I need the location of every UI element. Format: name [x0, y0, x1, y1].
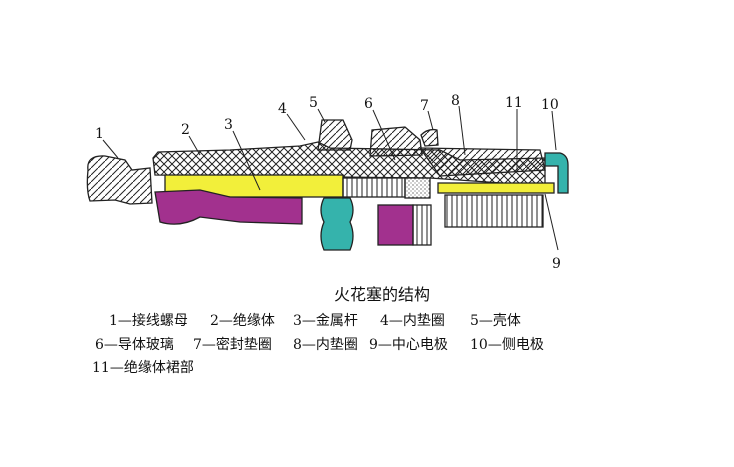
callout-7: 7	[420, 98, 429, 114]
callout-3: 3	[224, 117, 233, 133]
legend-item: 4—内垫圈	[380, 313, 445, 329]
terminal-nut	[86, 155, 153, 205]
diagram-title: 火花塞的结构	[333, 285, 430, 304]
callout-6: 6	[364, 96, 373, 112]
legend-item: 5—壳体	[470, 313, 521, 329]
insulator-lower	[154, 189, 303, 225]
callout-10: 10	[541, 97, 559, 113]
callout-8: 8	[451, 93, 460, 109]
legend-item: 10—侧电极	[470, 337, 544, 353]
legend-item: 2—绝缘体	[210, 313, 275, 329]
legend-item: 3—金属杆	[293, 313, 358, 329]
legend-item: 7—密封垫圈	[193, 337, 272, 353]
hex-nut	[320, 197, 354, 251]
legend-item: 1—接线螺母	[109, 313, 188, 329]
legend-item: 8—内垫圈	[293, 337, 358, 353]
callout-labels: 1 2 3 4 5 6 7 8 9 10 11	[95, 93, 561, 272]
side-electrode	[544, 152, 569, 194]
thread-skirt	[444, 194, 544, 228]
callout-1: 1	[95, 126, 104, 142]
conductive-glass	[404, 177, 431, 199]
callout-11: 11	[505, 95, 523, 111]
legend-item: 9—中心电极	[369, 337, 448, 353]
center-electrode	[437, 182, 555, 194]
threaded-section	[342, 177, 406, 198]
leader-lines	[102, 105, 559, 251]
gasket-block	[377, 204, 414, 246]
callout-9: 9	[552, 256, 561, 272]
seal-washer	[420, 128, 439, 147]
gasket-ribs	[412, 204, 432, 246]
callout-2: 2	[181, 122, 190, 138]
legend-item: 6—导体玻璃	[95, 337, 174, 353]
callout-5: 5	[309, 95, 318, 111]
callout-4: 4	[278, 101, 287, 117]
legend-item: 11—绝缘体裙部	[92, 360, 194, 376]
